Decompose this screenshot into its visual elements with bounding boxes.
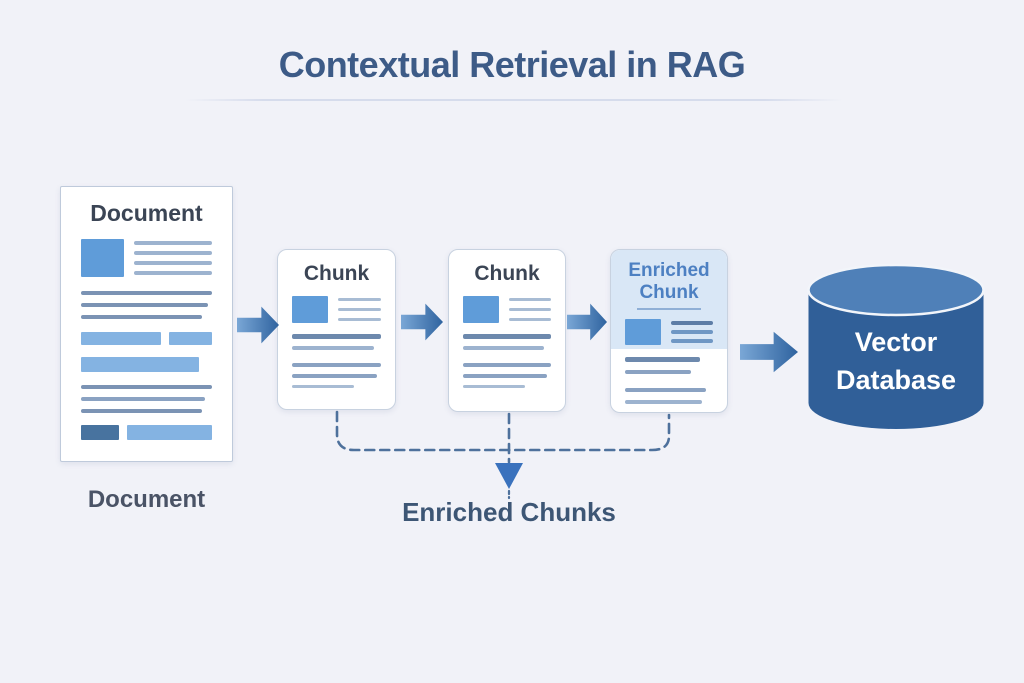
highlight-bar (127, 425, 212, 440)
chunk-card-1: Chunk (277, 249, 396, 410)
flow-arrow-icon (237, 306, 279, 344)
text-line-placeholder (463, 334, 551, 339)
flow-arrow-icon (740, 331, 798, 373)
text-line-placeholder (338, 298, 381, 301)
text-line-placeholder (463, 346, 544, 350)
text-line-placeholder (134, 241, 212, 245)
flow-arrow-icon (567, 303, 607, 341)
highlight-bar-row (81, 425, 212, 440)
text-line-placeholder (463, 363, 551, 367)
text-line-placeholder (292, 334, 381, 339)
enriched-card-content: Enriched Chunk (625, 260, 713, 405)
image-placeholder (81, 239, 124, 277)
text-line-placeholder (81, 409, 202, 413)
image-placeholder (463, 296, 499, 323)
text-line-placeholder (292, 385, 355, 388)
chunk-card-title: Chunk (303, 262, 370, 285)
converge-arrowhead-icon (495, 463, 523, 489)
chunk-card-2: Chunk (448, 249, 566, 412)
text-line-placeholder (134, 271, 212, 275)
text-line-placeholder (134, 251, 212, 255)
text-line-placeholder (509, 298, 551, 301)
chunk-media-row (463, 296, 551, 323)
chunk-media-row (625, 319, 713, 346)
chunk-media-row (292, 296, 381, 323)
text-line-placeholder (292, 374, 377, 378)
document-media-row (81, 239, 212, 277)
text-line-group (671, 319, 713, 345)
text-line-placeholder (292, 346, 374, 350)
text-line-placeholder (671, 330, 713, 335)
document-card-title: Document (90, 200, 203, 226)
text-line-placeholder (81, 315, 202, 319)
text-line-placeholder (463, 374, 547, 378)
enriched-chunk-title: Enriched Chunk (628, 260, 710, 304)
text-line-group (338, 296, 381, 323)
text-line-placeholder (81, 397, 206, 401)
vector-database-label: Vector Database (800, 323, 992, 399)
flow-arrow-icon (401, 303, 443, 341)
page-title: Contextual Retrieval in RAG (278, 44, 746, 85)
text-line-placeholder (625, 370, 691, 375)
enriched-title-rule (637, 308, 701, 311)
highlight-bar-row (81, 332, 212, 345)
highlight-bar (81, 425, 119, 440)
text-line-placeholder (134, 261, 212, 265)
document-card: Document (60, 186, 233, 462)
title-divider (185, 99, 843, 101)
text-line-placeholder (338, 318, 381, 321)
text-line-placeholder (625, 357, 700, 363)
text-line-placeholder (671, 321, 713, 326)
vector-database-label-line2: Database (835, 365, 957, 395)
text-line-placeholder (81, 303, 209, 307)
highlight-bar (81, 357, 199, 372)
vector-database-cylinder (800, 262, 992, 434)
vector-database-label-line1: Vector (854, 327, 938, 357)
text-line-placeholder (338, 308, 381, 311)
document-caption: Document (87, 486, 206, 513)
text-line-group (509, 296, 551, 323)
database-icon (807, 263, 985, 429)
enriched-chunk-card: Enriched Chunk (610, 249, 728, 413)
text-line-placeholder (625, 400, 703, 405)
text-line-placeholder (509, 318, 551, 321)
text-line-placeholder (625, 388, 706, 393)
image-placeholder (292, 296, 328, 323)
text-line-placeholder (292, 363, 381, 367)
enriched-chunks-label: Enriched Chunks (402, 497, 616, 527)
text-line-placeholder (81, 385, 212, 389)
highlight-bar (81, 332, 161, 345)
text-line-placeholder (509, 308, 551, 311)
text-line-placeholder (463, 385, 525, 388)
chunk-card-title: Chunk (474, 262, 540, 285)
image-placeholder (625, 319, 661, 346)
highlight-bar (169, 332, 212, 345)
text-line-placeholder (671, 339, 713, 344)
text-line-placeholder (81, 291, 212, 295)
text-line-group (134, 239, 212, 277)
